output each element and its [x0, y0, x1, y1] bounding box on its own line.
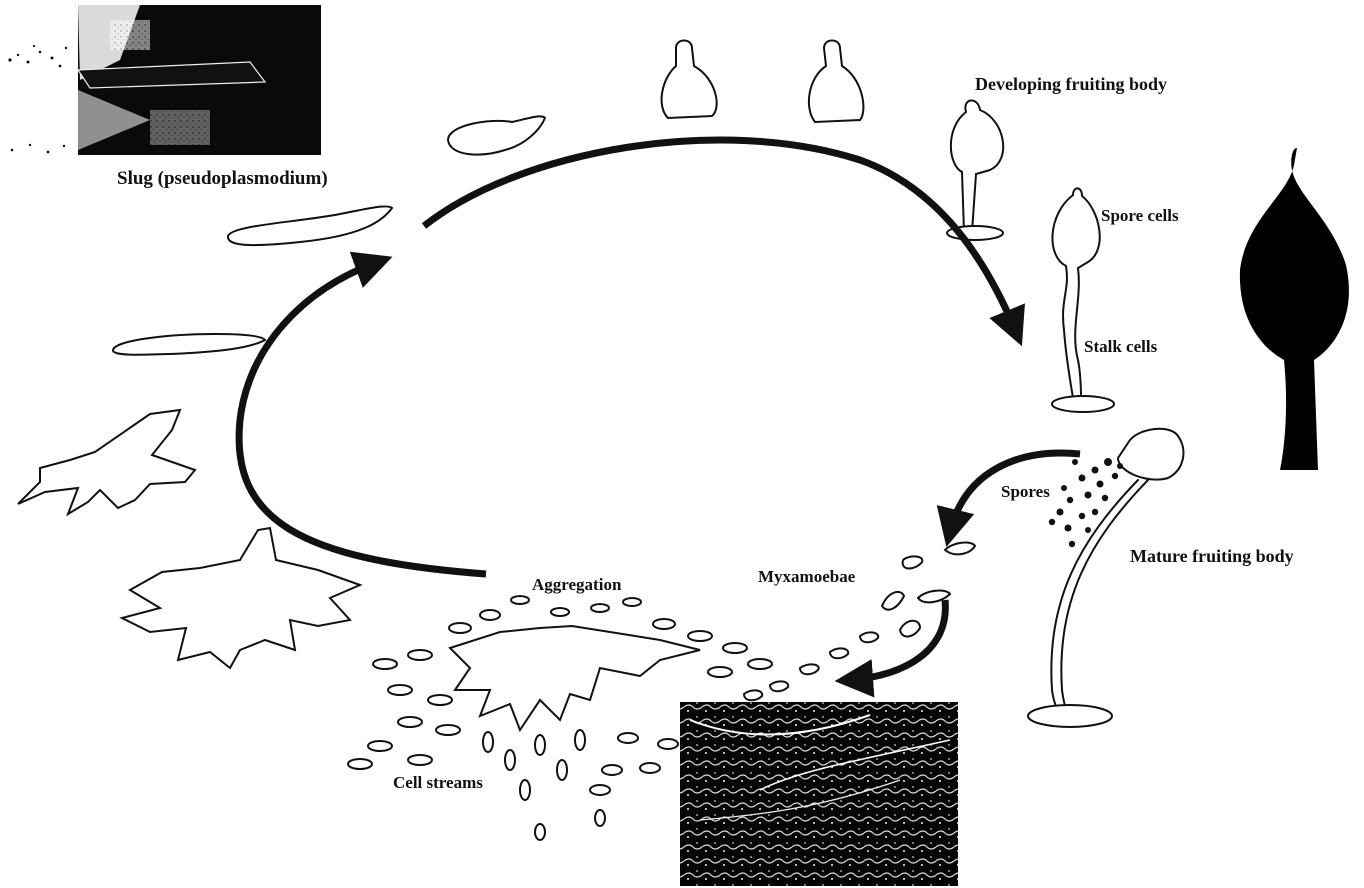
aggregation-center: [450, 626, 700, 730]
slug-photo: [78, 5, 321, 155]
label-spore-cells: Spore cells: [1101, 206, 1179, 225]
label-spores: Spores: [1001, 482, 1050, 501]
label-aggregation: Aggregation: [532, 575, 622, 594]
label-myxamoebae: Myxamoebae: [758, 567, 856, 586]
label-mature: Mature fruiting body: [1130, 546, 1294, 566]
fruiting-body-photo: [1240, 148, 1349, 470]
label-developing: Developing fruiting body: [975, 74, 1167, 94]
aggregation-photo: [680, 702, 958, 886]
mature-fruiting-body: [1028, 429, 1183, 727]
label-slug: Slug (pseudoplasmodium): [117, 168, 328, 189]
label-stalk-cells: Stalk cells: [1084, 337, 1158, 356]
photo-speckle: [8, 45, 67, 154]
label-cell-streams: Cell streams: [393, 773, 483, 792]
spore-dots: [1049, 458, 1123, 547]
